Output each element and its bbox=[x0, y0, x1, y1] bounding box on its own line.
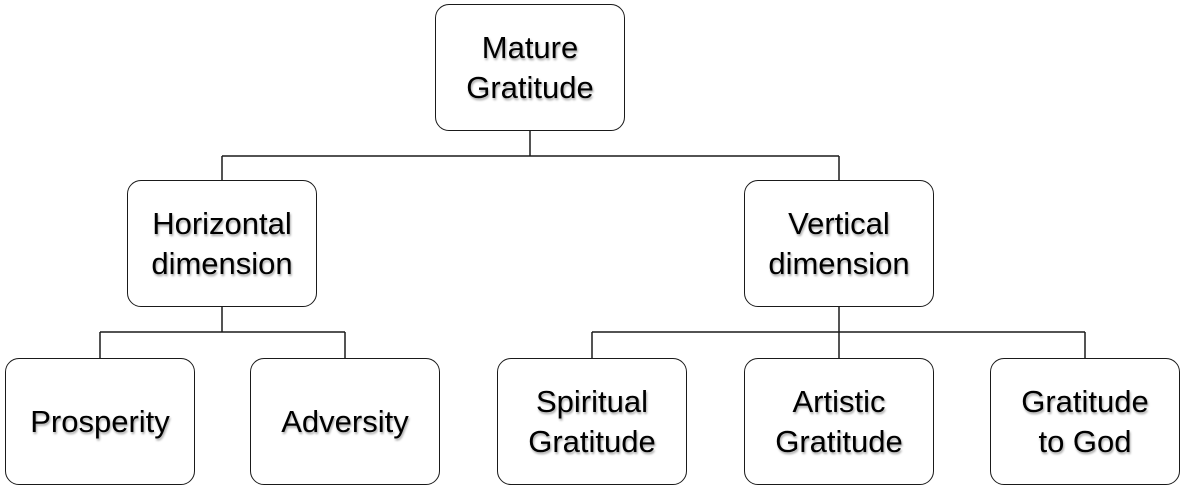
node-label: Vertical dimension bbox=[768, 205, 910, 281]
node-adversity: Adversity bbox=[250, 358, 440, 485]
node-label: Spiritual Gratitude bbox=[528, 383, 656, 459]
node-prosperity: Prosperity bbox=[5, 358, 195, 485]
node-mature-gratitude: Mature Gratitude bbox=[435, 4, 625, 131]
node-gratitude-to-god: Gratitude to God bbox=[990, 358, 1180, 485]
node-label: Mature Gratitude bbox=[466, 29, 594, 105]
node-spiritual-gratitude: Spiritual Gratitude bbox=[497, 358, 687, 485]
node-label: Gratitude to God bbox=[1021, 383, 1149, 459]
node-label: Horizontal dimension bbox=[151, 205, 293, 281]
node-label: Adversity bbox=[281, 403, 409, 439]
node-horizontal-dimension: Horizontal dimension bbox=[127, 180, 317, 307]
node-label: Prosperity bbox=[30, 403, 170, 439]
node-vertical-dimension: Vertical dimension bbox=[744, 180, 934, 307]
node-label: Artistic Gratitude bbox=[775, 383, 903, 459]
node-artistic-gratitude: Artistic Gratitude bbox=[744, 358, 934, 485]
